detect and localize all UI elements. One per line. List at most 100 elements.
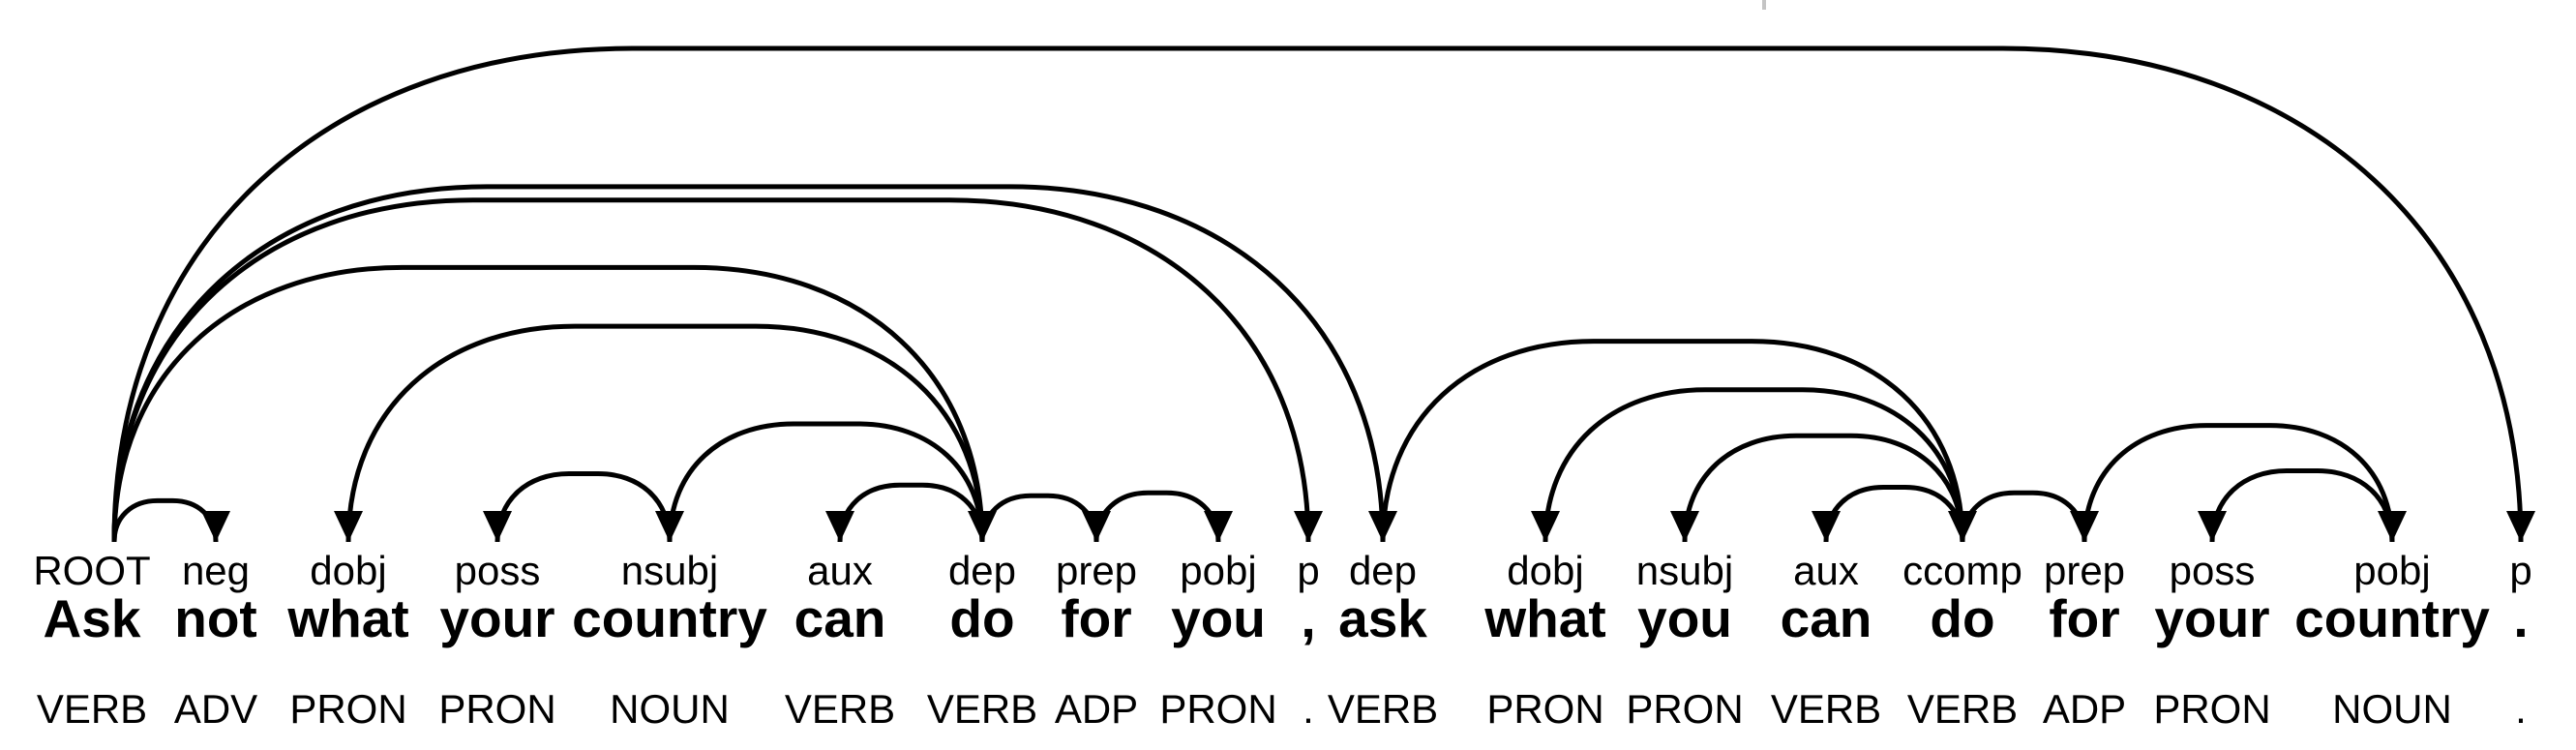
pos-label: PRON (1159, 686, 1276, 732)
arc-prep-do-for (979, 493, 1111, 543)
word-label: country (2294, 588, 2490, 648)
arc-dobj-do-what (1531, 387, 1965, 543)
deprel-label: p (1297, 548, 1319, 593)
deprel-label: ROOT (33, 548, 150, 593)
deprel-label: nsubj (1636, 548, 1733, 593)
arc-arrowhead (655, 511, 684, 542)
word-label: for (1061, 588, 1131, 648)
arc-prep-do-for (1960, 490, 2099, 543)
arc-curve (1823, 485, 1965, 543)
arc-arrowhead (1670, 511, 1699, 542)
arc-aux-do-can (1812, 485, 1965, 543)
deprel-label: ccomp (1902, 548, 2022, 593)
arc-arrowhead (1531, 511, 1560, 542)
word-label: do (949, 588, 1014, 648)
arc-curve (111, 184, 1386, 543)
arc-curve (2209, 468, 2395, 543)
arc-dep-Ask-do (111, 264, 997, 543)
arc-aux-do-can (825, 482, 985, 543)
pos-label: PRON (438, 686, 555, 732)
word-label: not (174, 588, 257, 648)
arc-arrowhead (2506, 511, 2535, 542)
deprel-label: pobj (1180, 548, 1256, 593)
word-label: what (286, 588, 408, 648)
word-label: can (1781, 588, 1872, 648)
arc-curve (111, 497, 219, 543)
pos-label: . (1303, 686, 1314, 732)
deprel-label: prep (2044, 548, 2125, 593)
word-label: what (1483, 588, 1605, 648)
arc-poss-country-your (2198, 468, 2395, 543)
pos-label: . (2515, 686, 2527, 732)
arc-arrowhead (483, 511, 512, 542)
arc-pobj-for-country (2082, 423, 2407, 543)
word-label: ask (1338, 588, 1427, 648)
deprel-label: poss (2170, 548, 2256, 593)
deprel-label: poss (455, 548, 541, 593)
word-label: . (2513, 588, 2528, 648)
deprel-label: dobj (1507, 548, 1583, 593)
pos-label: PRON (1486, 686, 1603, 732)
word-label: , (1301, 588, 1315, 648)
arc-curve (1093, 490, 1221, 543)
arc-dep-Ask-ask (111, 184, 1397, 543)
arc-curve (1960, 490, 2087, 543)
word-label: you (1171, 588, 1266, 648)
deprel-label: prep (1056, 548, 1137, 593)
arc-poss-country-your (483, 471, 673, 543)
arc-curve (1380, 339, 1965, 543)
artifact-tick (1762, 0, 1766, 10)
arc-arrowhead (334, 511, 363, 542)
arc-curve (667, 421, 985, 543)
arc-arrowhead (2198, 511, 2227, 542)
word-label: do (1930, 588, 1994, 648)
arc-dobj-do-what (334, 323, 985, 543)
arc-arrowhead (1204, 511, 1233, 542)
deprel-label: aux (807, 548, 873, 593)
arc-curve (1543, 387, 1965, 543)
word-label: can (794, 588, 886, 648)
arc-curve (111, 45, 2524, 543)
deprel-label: aux (1793, 548, 1859, 593)
arc-curve (494, 471, 673, 543)
deprel-label: dep (948, 548, 1016, 593)
deprel-label: dep (1349, 548, 1417, 593)
arc-nsubj-do-country (655, 421, 985, 543)
arc-curve (837, 482, 985, 543)
deprel-label: neg (182, 548, 250, 593)
word-label: you (1637, 588, 1732, 648)
pos-label: VERB (1328, 686, 1438, 732)
pos-label: VERB (37, 686, 147, 732)
arc-p-Ask-. (111, 45, 2535, 543)
arc-neg-Ask-not (111, 497, 230, 543)
arc-arrowhead (2378, 511, 2407, 542)
arc-curve (345, 323, 985, 543)
word-label: your (439, 588, 554, 648)
arc-arrowhead (201, 511, 230, 542)
arc-arrowhead (1812, 511, 1841, 542)
word-label: country (572, 588, 767, 648)
word-label: Ask (44, 588, 141, 648)
deprel-label: pobj (2353, 548, 2430, 593)
pos-label: VERB (1771, 686, 1881, 732)
arc-pobj-for-you (1093, 490, 1233, 543)
pos-label: NOUN (610, 686, 730, 732)
arc-curve (2082, 423, 2395, 543)
token-9-: p,. (1297, 548, 1319, 732)
token-18-: p.. (2509, 548, 2531, 732)
pos-label: PRON (2153, 686, 2270, 732)
